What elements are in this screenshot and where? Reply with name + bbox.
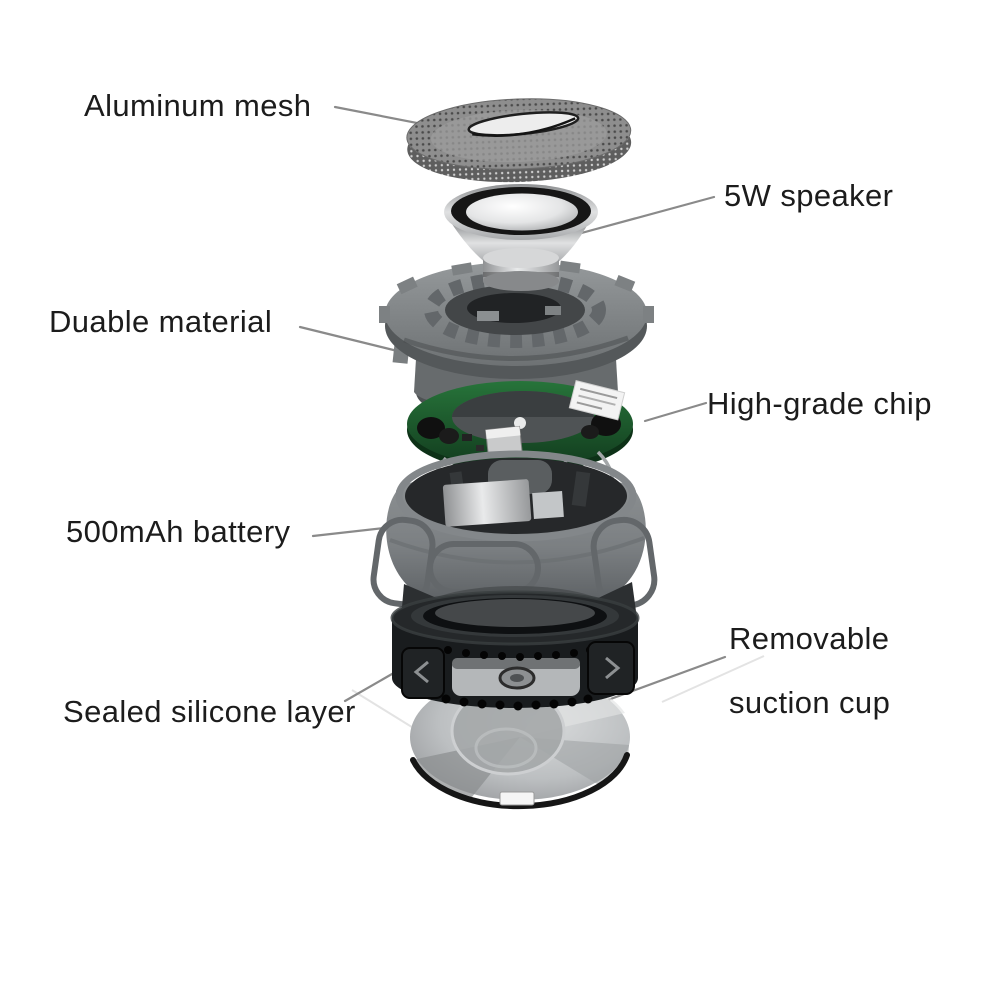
label-chip: High-grade chip (707, 386, 932, 421)
label-durable-material: Duable material (49, 304, 273, 339)
speaker-driver-part (444, 184, 598, 291)
label-speaker: 5W speaker (724, 178, 894, 213)
label-suction-cup-line1: Removable (729, 621, 890, 656)
silicone-seal-ring-part (390, 590, 640, 711)
pcb-label-sticker (568, 380, 626, 421)
label-silicone-layer: Sealed silicone layer (63, 694, 356, 729)
label-aluminum-mesh: Aluminum mesh (84, 88, 312, 123)
leader-chip (643, 401, 708, 423)
silicone-perforations (426, 646, 610, 711)
battery-cell (442, 479, 532, 527)
aluminum-mesh-part (406, 98, 632, 183)
label-suction-cup: Removable suction cup (729, 623, 890, 718)
label-battery: 500mAh battery (66, 514, 291, 549)
label-suction-cup-line2: suction cup (729, 685, 891, 720)
circuit-board-part (407, 380, 633, 501)
